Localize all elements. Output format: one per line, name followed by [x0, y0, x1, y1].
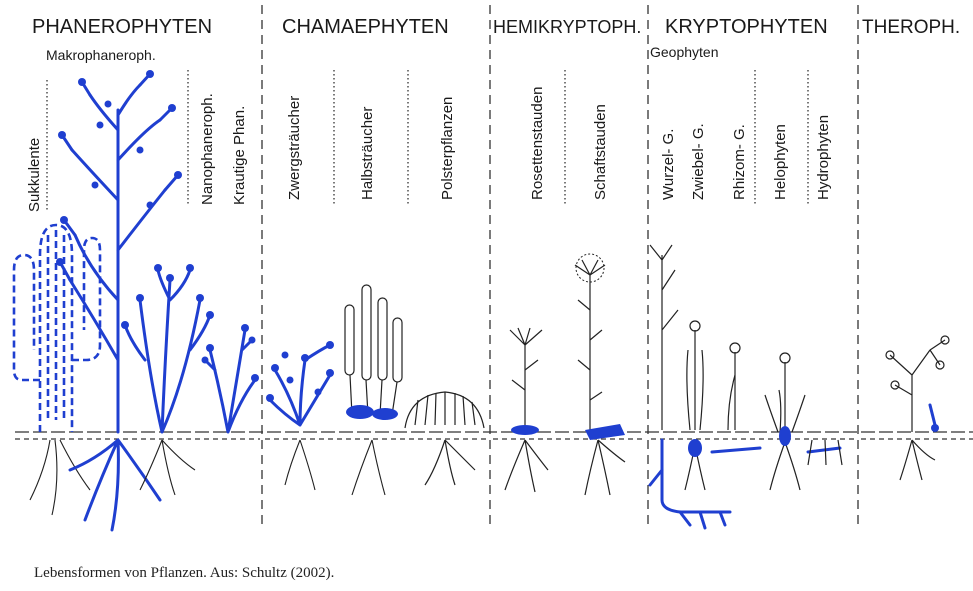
bulb-geophyte-plant [685, 321, 705, 490]
subshrub-plant [345, 285, 402, 420]
dwarf-shrub-plant [270, 345, 330, 425]
rhizome-geophyte-plant [712, 343, 760, 452]
hydrophyte-plant [808, 440, 842, 465]
label-zwergstraeucher: Zwergsträucher [286, 96, 303, 200]
scape-perennial-plant [575, 254, 625, 495]
figure-caption: Lebensformen von Pflanzen. Aus: Schultz … [34, 565, 334, 582]
label-hydrophyten: Hydrophyten [815, 115, 832, 200]
subheader-geophyten: Geophyten [650, 44, 719, 60]
header-hemikryptoph: HEMIKRYPTOPH. [493, 17, 641, 37]
column-dividers [262, 5, 858, 530]
root-geophyte-plant [650, 245, 730, 528]
header-chamaephyten: CHAMAEPHYTEN [282, 16, 449, 38]
label-sukkulente: Sukkulente [26, 138, 43, 212]
label-wurzel-g: Wurzel- G. [660, 129, 677, 200]
ground-line [15, 432, 973, 439]
label-rhizom-g: Rhizom- G. [731, 124, 748, 200]
subshrub-roots [352, 440, 385, 495]
header-phanerophyten: PHANEROPHYTEN [32, 16, 212, 38]
shrub-plant [125, 270, 210, 432]
label-krautige-phan: Krautige Phan. [231, 106, 248, 205]
header-theroph: THEROPH. [862, 17, 960, 38]
helophyte-plant [765, 353, 805, 490]
cactus-roots [30, 440, 90, 515]
header-kryptophyten: KRYPTOPHYTEN [665, 16, 828, 38]
life-forms-diagram: PHANEROPHYTEN CHAMAEPHYTEN HEMIKRYPTOPH.… [0, 0, 973, 560]
dwarf-shrub-roots [285, 440, 315, 490]
label-helophyten: Helophyten [772, 124, 789, 200]
tree-roots [70, 440, 160, 530]
label-schaftstauden: Schaftstauden [592, 104, 609, 200]
therophyte-plant [886, 336, 949, 480]
label-zwiebel-g: Zwiebel- G. [690, 123, 707, 200]
label-nanophaneroph: Nanophaneroph. [199, 93, 216, 205]
label-polsterpflanzen: Polsterpflanzen [439, 97, 456, 200]
label-halbstraeucher: Halbsträucher [359, 107, 376, 200]
rosette-plant [505, 328, 548, 492]
subheader-makrophaneroph: Makrophaneroph. [46, 47, 156, 63]
shrub-roots [140, 440, 195, 495]
tree-plant [60, 74, 178, 432]
label-rosettenstauden: Rosettenstauden [529, 87, 546, 200]
